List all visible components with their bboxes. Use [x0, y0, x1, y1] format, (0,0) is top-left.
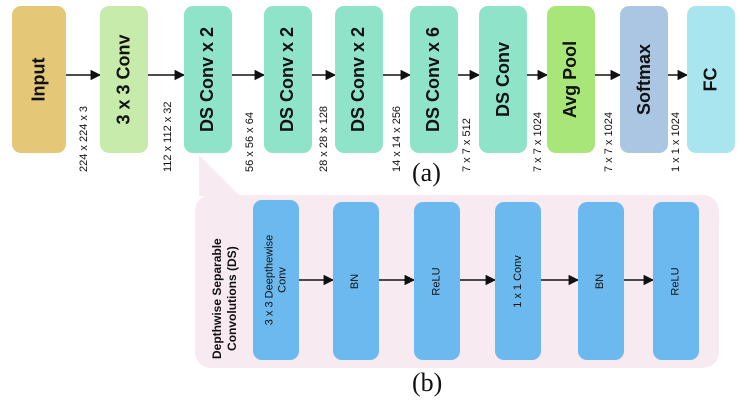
relu-block-2: ReLU: [653, 202, 699, 360]
softmax-block: Softmax: [620, 6, 668, 153]
relu-label-2: ReLU: [669, 266, 682, 296]
dim-label: 7 x 7 x 1024: [603, 112, 615, 172]
dim-label: 56 x 56 x 64: [244, 112, 256, 172]
bn-label-1: BN: [349, 273, 362, 289]
depthwise-conv-label-line-1: 3 x 3 Deepthewise: [263, 234, 275, 326]
depthwise-conv-block: 3 x 3 Deepthewise Conv: [253, 200, 299, 360]
dim-label: 7 x 7 x 512: [461, 118, 473, 172]
pointwise-conv-label: 1 x 1 Conv: [511, 254, 524, 308]
avg-pool-label: Avg Pool: [560, 40, 581, 119]
input-block: Input: [12, 6, 66, 153]
caption-a: (a): [412, 158, 441, 187]
fc-label: FC: [700, 67, 721, 92]
dim-label: 224 x 224 x 3: [78, 105, 90, 172]
fc-block: FC: [687, 6, 735, 153]
dim-label: 1 x 1 x 1024: [670, 112, 682, 172]
ds-conv-label-2: DS Conv x 2: [277, 26, 298, 133]
ds-conv-label-3: DS Conv x 2: [348, 26, 369, 133]
depthwise-conv-label: 3 x 3 Deepthewise Conv: [263, 235, 289, 326]
ds-conv-block-4: DS Conv x 6: [410, 6, 458, 153]
ds-conv-block-1: DS Conv x 2: [184, 6, 232, 153]
bn-label-2: BN: [594, 273, 607, 289]
dim-label: 112 x 112 x 32: [162, 101, 174, 172]
dim-label: 7 x 7 x 1024: [532, 112, 544, 172]
pointwise-conv-block: 1 x 1 Conv: [495, 202, 541, 360]
ds-title-line-1: Depthwise Separable: [210, 238, 224, 359]
avg-pool-block: Avg Pool: [547, 6, 595, 153]
caption-b: (b): [412, 368, 443, 397]
input-label: Input: [28, 57, 49, 102]
ds-conv-block-3: DS Conv x 2: [335, 6, 383, 153]
conv3x3-block: 3 x 3 Conv: [100, 6, 148, 153]
relu-block-1: ReLU: [414, 202, 460, 360]
depthwise-conv-label-line-2: Conv: [276, 267, 288, 293]
ds-conv-block-2: DS Conv x 2: [264, 6, 312, 153]
bn-block-1: BN: [333, 202, 379, 360]
ds-conv-block-5: DS Conv: [479, 6, 527, 153]
dim-label: 14 x 14 x 256: [391, 105, 403, 172]
softmax-label: Softmax: [633, 43, 654, 116]
relu-label-1: ReLU: [430, 266, 443, 296]
ds-conv-label-4: DS Conv x 6: [423, 26, 444, 133]
ds-panel-title: Depthwise Separable Convolutions (DS): [210, 238, 240, 359]
dim-label: 28 x 28 x 128: [318, 105, 330, 172]
ds-conv-label-5: DS Conv: [492, 41, 513, 118]
ds-title-line-2: Convolutions (DS): [225, 246, 239, 351]
bn-block-2: BN: [578, 202, 624, 360]
ds-conv-label-1: DS Conv x 2: [197, 26, 218, 133]
conv3x3-label: 3 x 3 Conv: [113, 34, 134, 125]
